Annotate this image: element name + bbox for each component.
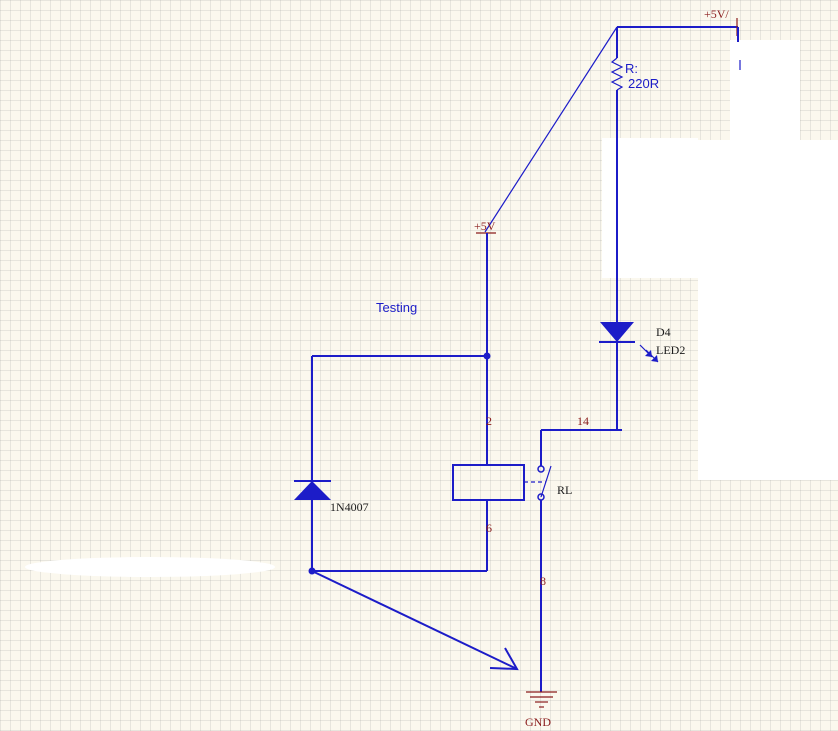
resistor xyxy=(610,27,624,135)
pin-6-label: 6 xyxy=(486,521,492,535)
top-supply xyxy=(617,18,741,70)
relay-switch xyxy=(524,465,552,692)
led-value: LED2 xyxy=(656,343,685,357)
resistor-ref: R: xyxy=(625,61,638,76)
pin-8-label: 8 xyxy=(540,574,546,588)
relay-ref: RL xyxy=(557,483,572,497)
ground-label: GND xyxy=(525,715,551,729)
relay-coil xyxy=(452,464,525,501)
whiteout-region-left xyxy=(25,557,275,577)
flyback-diode xyxy=(294,356,487,575)
diode-1n4007 xyxy=(294,481,331,500)
diagonal-link-wire xyxy=(484,26,618,233)
ground-symbol xyxy=(526,691,557,708)
led-ref: D4 xyxy=(656,325,671,339)
led-d4 xyxy=(600,322,634,342)
pin-2-label: 2 xyxy=(486,414,492,428)
power-label-mid: +5V xyxy=(474,219,496,233)
whiteout-region-right xyxy=(698,140,838,480)
pin-14-label: 14 xyxy=(577,414,589,428)
diode-value: 1N4007 xyxy=(330,500,369,514)
power-label-top: +5V/ xyxy=(704,7,729,21)
whiteout-region-top-right xyxy=(730,40,800,150)
led-branch xyxy=(540,135,659,466)
testing-label: Testing xyxy=(376,300,417,315)
resistor-value: 220R xyxy=(628,76,659,91)
coil-branch xyxy=(312,232,525,571)
hand-drawn-arrow xyxy=(311,570,519,671)
